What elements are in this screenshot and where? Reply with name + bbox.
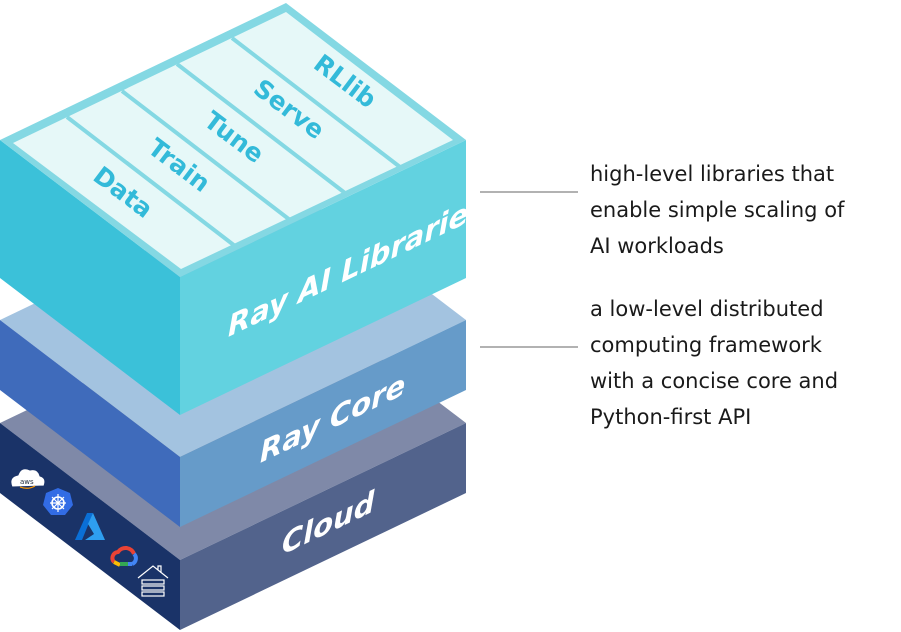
description-line: computing framework <box>590 333 822 357</box>
svg-text:aws: aws <box>20 478 34 486</box>
azure-icon <box>75 513 105 540</box>
libraries-top-face <box>13 12 453 269</box>
description-line: a low-level distributed <box>590 297 824 321</box>
description-line: AI workloads <box>590 234 724 258</box>
libraries-right-face <box>180 140 466 415</box>
description-line: Python-first API <box>590 405 752 429</box>
kubernetes-icon <box>43 488 73 515</box>
description-line: enable simple scaling of <box>590 198 845 222</box>
core-description: a low-level distributed computing framew… <box>590 291 900 435</box>
core-right-face <box>180 320 466 527</box>
libraries-left-face <box>0 140 180 415</box>
on-premise-server-icon <box>137 565 169 597</box>
ray-ai-libraries-layer: Data Train Tune Serve RLlib Ray AI Libra… <box>0 3 485 415</box>
aws-icon: aws <box>10 468 46 489</box>
description-line: with a concise core and <box>590 369 839 393</box>
module-dividers <box>65 36 402 248</box>
libraries-description: high-level libraries that enable simple … <box>590 156 900 264</box>
cloud-right-face <box>180 423 466 630</box>
description-line: high-level libraries that <box>590 162 835 186</box>
google-cloud-icon <box>110 546 138 567</box>
core-left-face <box>0 320 180 527</box>
